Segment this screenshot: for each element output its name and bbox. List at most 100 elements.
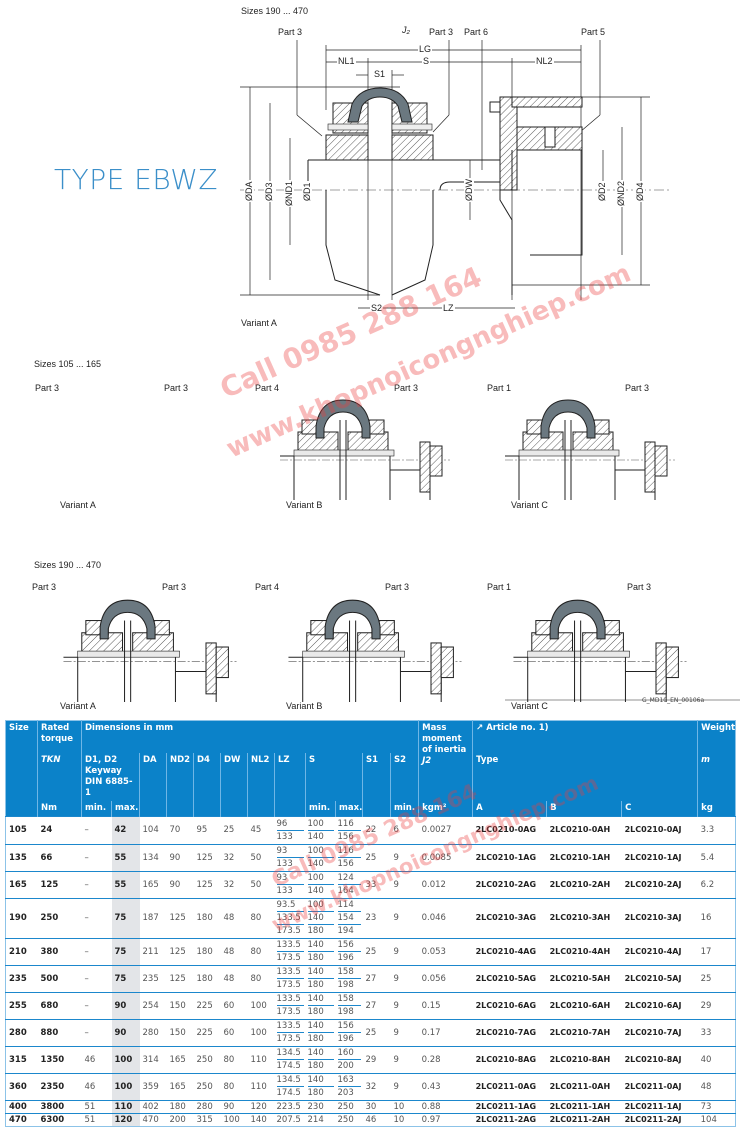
cell-nl2: 100 [247, 991, 275, 1019]
cell-d4: 125 [193, 843, 221, 871]
dim-nl1: NL1 [337, 56, 356, 66]
cell-s2: 9 [390, 870, 419, 898]
cell-lz-value: 173.5 [276, 1007, 301, 1017]
cell-s-max-value: 250 [337, 1114, 354, 1125]
cell-article-a: 2LC0210-0AG [472, 815, 547, 844]
cell-d-max: 110 [111, 1099, 140, 1113]
cell-lz: 207.5 [274, 1112, 306, 1126]
cell-article-b: 2LC0210-6AH [546, 991, 622, 1019]
cell-size: 470 [5, 1112, 38, 1126]
variant-label: Variant C [511, 500, 548, 510]
cell-nl2: 80 [247, 964, 275, 992]
cell-article-a: 2LC0210-1AG [472, 843, 547, 871]
cell-dw: 32 [220, 843, 248, 871]
cell-weight: 25 [697, 964, 736, 992]
dim-nd1: ØND1 [284, 179, 294, 207]
cell-size: 400 [5, 1099, 38, 1113]
cell-nl2: 120 [247, 1099, 275, 1113]
cell-lz-value: 173.5 [276, 926, 301, 936]
header-rated-torque: Rated torque [37, 720, 82, 753]
main-sizes-label: Sizes 190 ... 470 [241, 6, 309, 16]
cell-s1: 22 [362, 815, 391, 844]
dim-s: S [422, 56, 431, 66]
cell-article-a: 2LC0210-8AG [472, 1045, 547, 1073]
cell-d4: 95 [193, 815, 221, 844]
cell-dw: 48 [220, 964, 248, 992]
header-s1: S1 [362, 752, 391, 801]
cell-d-max: 90 [111, 1018, 140, 1046]
cell-lz-value: 133 [276, 859, 293, 869]
part-label: Part 3 [394, 383, 419, 393]
cell-torque: 880 [37, 1018, 82, 1046]
cell-nd2: 125 [166, 937, 194, 965]
header-size: Size [5, 720, 38, 816]
cell-article-c: 2LC0210-5AJ [621, 964, 698, 992]
part6-label: Part 6 [464, 27, 489, 37]
cell-d-max: 55 [111, 843, 140, 871]
cell-s-max-value: 200 [337, 1061, 354, 1071]
cell-d-min: 51 [81, 1099, 112, 1113]
cell-weight: 16 [697, 897, 736, 938]
article-link[interactable]: ↗ Article no. 1) [476, 723, 549, 733]
cell-article-c: 2LC0210-0AJ [621, 815, 698, 844]
cell-weight: 48 [697, 1072, 736, 1100]
cell-d-max: 75 [111, 937, 140, 965]
cell-j2: 0.056 [418, 964, 473, 992]
part-label: Part 3 [164, 383, 189, 393]
cell-s-min-value: 140 [307, 993, 334, 1006]
cell-d-min: – [81, 843, 112, 871]
cell-s2: 9 [390, 1045, 419, 1073]
cell-dw: 60 [220, 991, 248, 1019]
cell-article-c: 2LC0211-1AJ [621, 1099, 698, 1113]
part-label: Part 1 [487, 582, 512, 592]
cell-da: 359 [139, 1072, 167, 1100]
cell-da: 280 [139, 1018, 167, 1046]
cell-d4: 250 [193, 1045, 221, 1073]
cell-nl2: 100 [247, 1018, 275, 1046]
cell-s-max-value: 164 [337, 886, 354, 896]
cell-lz-value: 174.5 [276, 1061, 301, 1071]
cell-lz-value: 133.5 [276, 912, 304, 925]
tkn-symbol: TKN [41, 754, 61, 765]
cell-s2: 9 [390, 1072, 419, 1100]
cell-nl2: 50 [247, 843, 275, 871]
cell-s-min-value: 180 [307, 1061, 324, 1071]
header-tkn: TKN [37, 752, 82, 801]
specs-table: Size Rated torque Dimensions in mm Mass … [5, 720, 737, 1127]
cell-d4: 250 [193, 1072, 221, 1100]
cell-da: 470 [139, 1112, 167, 1126]
cell-torque: 380 [37, 937, 82, 965]
cell-s-min-value: 140 [307, 1020, 334, 1033]
cell-s-max-value: 154 [337, 912, 361, 925]
cell-s-min-value: 100 [307, 899, 334, 912]
dim-nd2: ØND2 [616, 179, 626, 207]
cell-torque: 1350 [37, 1045, 82, 1073]
cell-nd2: 125 [166, 964, 194, 992]
cell-s-max-value: 116 [337, 818, 361, 831]
cell-article-b: 2LC0210-4AH [546, 937, 622, 965]
cell-s-min-value: 140 [307, 1047, 334, 1060]
variant-label: Variant B [286, 701, 323, 711]
small-variant-c-drawing [505, 399, 675, 500]
cell-s-min-value: 180 [307, 1007, 324, 1017]
large-variant-a-drawing [62, 599, 238, 702]
header-m: m [697, 752, 736, 801]
dim-lg: LG [418, 44, 433, 54]
cell-s1: 46 [362, 1112, 391, 1126]
cell-s1: 30 [362, 1099, 391, 1113]
cell-s1: 27 [362, 991, 391, 1019]
cell-d4: 280 [193, 1099, 221, 1113]
cell-weight: 73 [697, 1099, 736, 1113]
part3-left-label: Part 3 [278, 27, 303, 37]
cell-s2: 9 [390, 937, 419, 965]
cell-size: 235 [5, 964, 38, 992]
cell-d4: 225 [193, 991, 221, 1019]
